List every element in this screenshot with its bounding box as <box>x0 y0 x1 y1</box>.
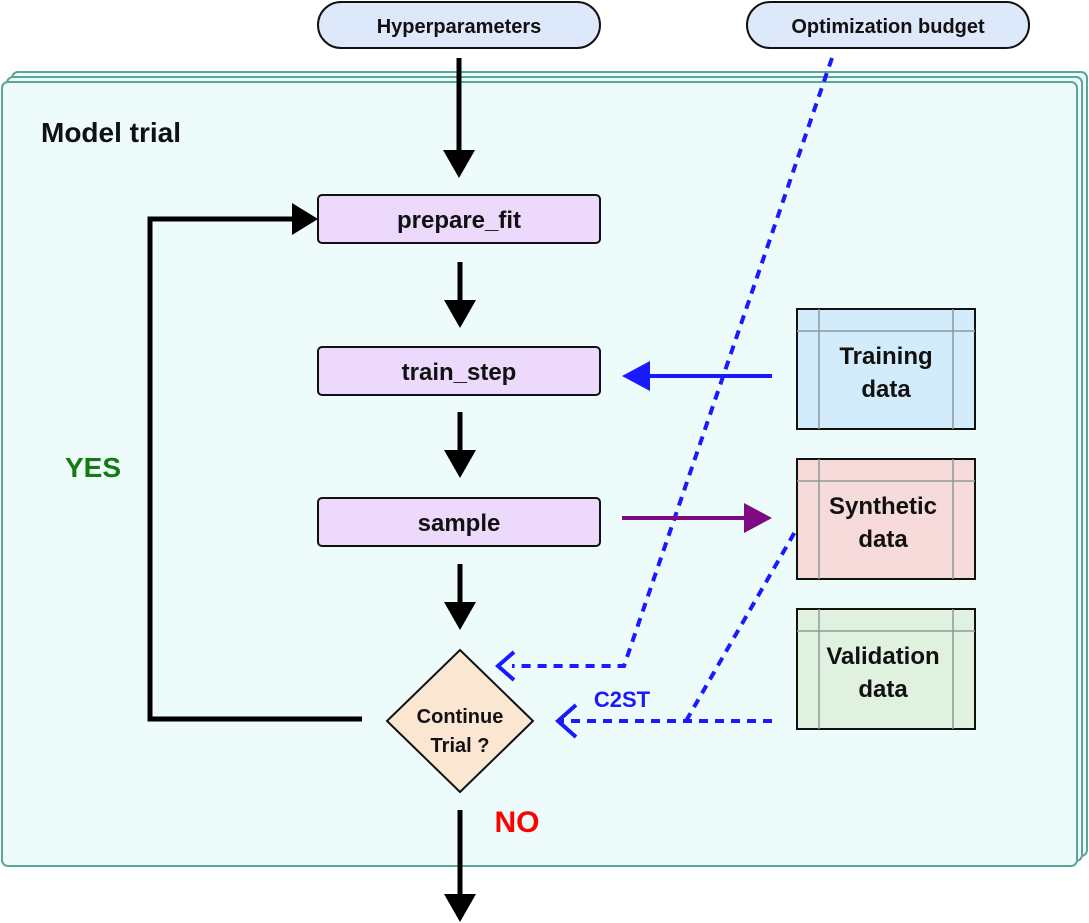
training-data-box: Training data <box>796 308 976 430</box>
train-step-label: train_step <box>402 359 517 386</box>
training-line2: data <box>861 376 911 403</box>
yes-loop-arrow <box>147 203 362 722</box>
synthetic-data-box: Synthetic data <box>796 458 976 580</box>
prepare-fit-step: prepare_fit <box>317 194 601 244</box>
training-data-arrow <box>622 361 772 391</box>
optimization-budget-pill: Optimization budget <box>746 1 1030 49</box>
validation-line2: data <box>858 676 908 703</box>
continue-trial-decision: Continue Trial ? <box>385 648 535 794</box>
synthetic-data-arrow <box>622 503 772 533</box>
c2st-dotted-arrow <box>554 529 798 739</box>
synthetic-line1: Synthetic <box>829 493 937 520</box>
sample-label: sample <box>418 510 501 537</box>
validation-line1: Validation <box>826 643 939 670</box>
optimization-budget-label: Optimization budget <box>791 16 985 38</box>
c2st-label: C2ST <box>594 687 651 712</box>
prepare-fit-label: prepare_fit <box>397 207 521 234</box>
yes-label: YES <box>65 452 121 483</box>
budget-dotted-arrow <box>494 57 834 682</box>
flow-arrows <box>443 58 476 922</box>
hyperparameters-pill: Hyperparameters <box>317 1 601 49</box>
train-step-step: train_step <box>317 346 601 396</box>
decision-line2: Trial ? <box>431 735 490 757</box>
hyperparameters-label: Hyperparameters <box>377 16 542 38</box>
validation-data-box: Validation data <box>796 608 976 730</box>
decision-line1: Continue <box>417 706 504 728</box>
no-label: NO <box>495 806 540 839</box>
container-title: Model trial <box>41 117 181 148</box>
training-line1: Training <box>839 343 932 370</box>
sample-step: sample <box>317 497 601 547</box>
synthetic-line2: data <box>858 526 908 553</box>
